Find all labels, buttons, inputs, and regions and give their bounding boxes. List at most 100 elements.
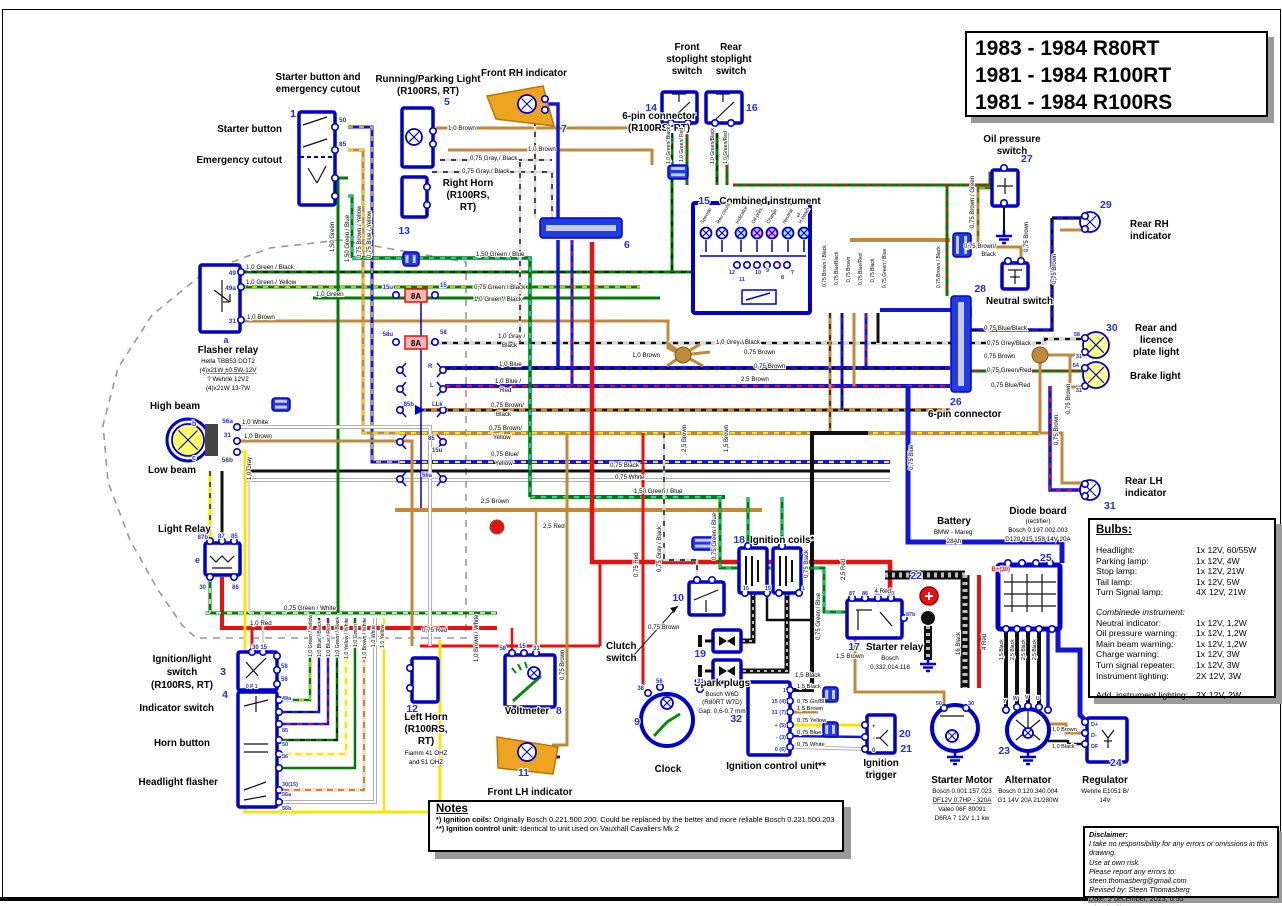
bulb-filament bbox=[768, 229, 776, 237]
diagram-label: 85 bbox=[428, 436, 435, 442]
diagram-label: 1 bbox=[290, 108, 296, 120]
diagram-label: 31 bbox=[1104, 500, 1116, 512]
diagram-label: Bosch W6D bbox=[705, 691, 739, 698]
diagram-label: (4)x21W 13-7W bbox=[206, 385, 250, 392]
diagram-label: 8 bbox=[556, 705, 562, 717]
bulb-filament bbox=[521, 98, 533, 110]
diagram-label: Yellow bbox=[495, 460, 513, 467]
diagram-label: 1,0 Green / Yellow bbox=[246, 279, 297, 286]
diagram-label: 1,50 Green / Blue bbox=[476, 251, 525, 258]
diagram-label: 1,5 Brown bbox=[724, 425, 730, 452]
diagram-label: (R100RS, RT) bbox=[151, 680, 213, 691]
terminal-pin bbox=[742, 260, 751, 269]
terminal-pin bbox=[860, 732, 869, 741]
component-box bbox=[845, 598, 904, 640]
component-box bbox=[660, 90, 699, 125]
diagram-label: Front RH indicator bbox=[481, 68, 567, 79]
symbol-line bbox=[316, 165, 327, 184]
notes-block: Notes *) Ignition coils: Originally Bosc… bbox=[428, 800, 844, 852]
symbol-line bbox=[741, 289, 777, 305]
component-box bbox=[687, 580, 726, 617]
diagram-label: 0,75 Blue bbox=[909, 444, 915, 470]
diagram-label: 1,0 Brown / White bbox=[362, 618, 368, 659]
diagram-label: 3 bbox=[740, 210, 743, 216]
diagram-label: 1,0 Green/ Black bbox=[666, 126, 672, 164]
diagram-label: Gap: 0,6-0,7 mm bbox=[698, 708, 745, 715]
wire-dash-stripe bbox=[719, 497, 847, 613]
diagram-label: 29 bbox=[1100, 199, 1112, 211]
terminal-pin bbox=[1003, 558, 1012, 567]
diagram-label: Battery bbox=[937, 516, 971, 527]
diagram-label: 0,75 Green / Blue bbox=[882, 249, 888, 288]
bulb-name: Turn Signal lamp: bbox=[1096, 587, 1164, 598]
wire bbox=[733, 172, 992, 187]
terminal-pin bbox=[1081, 739, 1090, 748]
disclaimer-line: Disclaimer: bbox=[1089, 830, 1128, 839]
symbol-line bbox=[245, 661, 259, 677]
terminal-pin bbox=[438, 437, 447, 446]
terminal-pin bbox=[438, 365, 447, 374]
diagram-label: 0,75 Gray / Black bbox=[470, 155, 518, 162]
diagram-label: 24 bbox=[1110, 757, 1122, 769]
diagram-label: 15 bbox=[519, 644, 526, 650]
diagram-label: 50 bbox=[282, 742, 288, 748]
diagram-label: 1,50 Green bbox=[330, 222, 336, 252]
title-line: 1983 - 1984 R80RT bbox=[975, 37, 1160, 60]
diagram-label: 32 bbox=[730, 713, 742, 725]
symbol-line bbox=[652, 720, 669, 738]
diagram-label: 0,75 Blue bbox=[797, 730, 822, 736]
terminal-pin bbox=[395, 384, 404, 393]
diagram-label: Neutral switch bbox=[986, 296, 1053, 307]
terminal-pin bbox=[233, 422, 242, 431]
diagram-label: 0 (6) bbox=[775, 747, 786, 753]
diagram-label: 1,0 Black bbox=[1052, 744, 1075, 750]
diagram-label: Wehrle E1051 B/ bbox=[1081, 788, 1129, 795]
terminal-pin bbox=[1001, 624, 1010, 633]
terminal-pin bbox=[860, 744, 869, 753]
symbol-shape bbox=[719, 666, 727, 676]
wire bbox=[448, 148, 654, 165]
diagram-label: 1,50 Green / Blue bbox=[345, 214, 351, 262]
diagram-label: 56 bbox=[656, 679, 663, 685]
bulb-spec-row: Parking lamp:1x 12V, 4W bbox=[1096, 556, 1268, 567]
diagram-label: 2,5 Red bbox=[543, 523, 565, 530]
terminal-pin bbox=[1032, 558, 1041, 567]
diagram-label: 1,0 Green / Black bbox=[335, 617, 341, 657]
diagram-label: Ignition coils* bbox=[750, 535, 814, 546]
diagram-label: Red bbox=[500, 387, 512, 394]
terminal-pin bbox=[233, 447, 242, 456]
diagram-label: Yellow bbox=[493, 434, 511, 441]
diagram-label: Bosch 0.001.157.023 bbox=[932, 788, 992, 795]
bulb-filament bbox=[530, 669, 538, 677]
wire-dash-stripe bbox=[279, 618, 338, 741]
bulb-name: Main beam warning: bbox=[1096, 638, 1174, 649]
symbol-line bbox=[512, 674, 542, 703]
diagram-label: 28 bbox=[974, 283, 986, 295]
diagram-label: (rectifier) bbox=[1026, 518, 1051, 525]
terminal-pin bbox=[740, 588, 749, 597]
terminal-pin bbox=[782, 260, 791, 269]
diagram-label: Y bbox=[1003, 699, 1007, 705]
connector-bar bbox=[671, 173, 685, 177]
diagram-label: 1,5 Black bbox=[797, 684, 821, 690]
diagram-label: 0,75 Black bbox=[870, 258, 876, 282]
connector-bar bbox=[275, 399, 287, 403]
diagram-label: 0,75 BlueBlack bbox=[834, 251, 840, 285]
diagram-label: 85 bbox=[282, 728, 288, 734]
diagram-label: BMW - Mareg: bbox=[934, 529, 975, 536]
bulb-name: Combinede instrument: bbox=[1096, 606, 1185, 617]
component-circle bbox=[639, 692, 695, 748]
diagram-label: 11 bbox=[739, 277, 745, 283]
diagram-label: 1,0 Brown bbox=[1052, 727, 1077, 733]
diagram-label: 86 bbox=[862, 591, 868, 597]
junction-dot bbox=[674, 346, 692, 364]
terminal-pin bbox=[732, 260, 741, 269]
diagram-label: 12 bbox=[729, 270, 735, 276]
bulbs-legend-title: Bulbs: bbox=[1096, 524, 1132, 536]
bulb-spec-row: Stop lamp:1x 12V, 21W bbox=[1096, 566, 1268, 577]
terminal-pin bbox=[507, 648, 516, 657]
wire bbox=[1040, 431, 1085, 485]
terminal-pin bbox=[540, 106, 549, 115]
diagram-label: 0,75 Green / Black bbox=[474, 284, 526, 291]
